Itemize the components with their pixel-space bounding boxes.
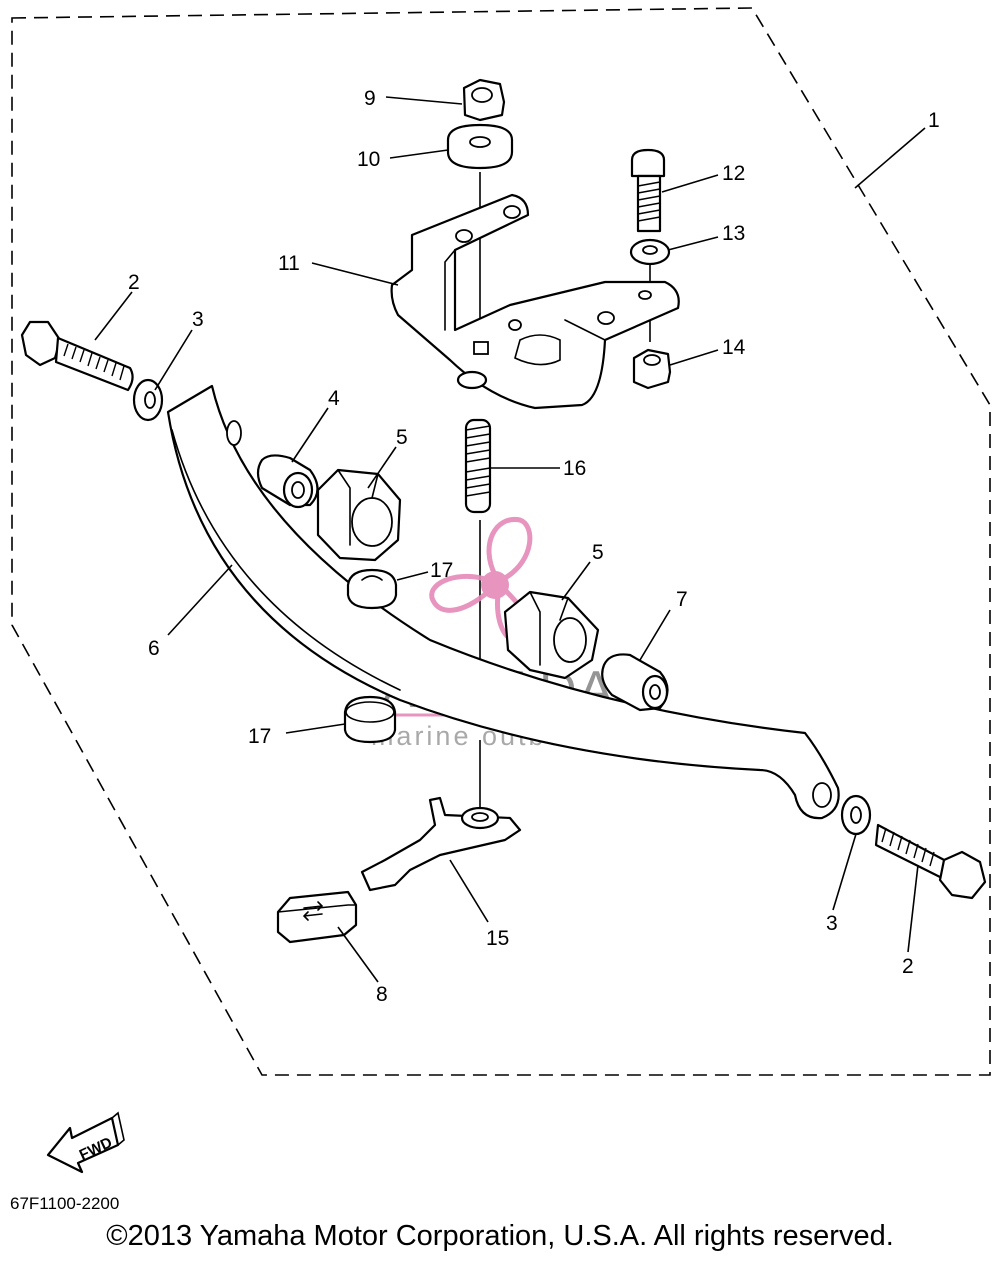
lock-plate-part (360, 796, 522, 892)
callout-7: 7 (676, 588, 688, 611)
callout-14: 14 (722, 336, 746, 359)
bushing-part (601, 653, 669, 712)
nut-large-upper-part (316, 468, 402, 562)
nut-top-part (462, 78, 506, 122)
grommet-upper-part (346, 568, 398, 610)
callout-3-right: 3 (826, 912, 838, 935)
steering-bar-part (166, 384, 840, 820)
cap-part (276, 890, 358, 944)
copyright-notice: ©2013 Yamaha Motor Corporation, U.S.A. A… (106, 1220, 894, 1252)
callout-10: 10 (357, 148, 380, 171)
grommet-lower-part (343, 695, 397, 744)
bolt-right-part (874, 823, 987, 900)
bolt-small-part (630, 148, 666, 233)
callout-6: 6 (148, 637, 160, 660)
callout-9: 9 (364, 87, 376, 110)
assembly-boundary (11, 7, 991, 1076)
upper-bracket-part (390, 193, 680, 410)
callout-11: 11 (278, 252, 300, 275)
spacer-part (256, 454, 319, 509)
callout-15: 15 (486, 927, 509, 950)
callout-1: 1 (928, 109, 940, 132)
callout-3-left: 3 (192, 308, 204, 331)
callout-17-upper: 17 (430, 559, 453, 582)
callout-2-left: 2 (128, 271, 140, 294)
callout-5-upper: 5 (396, 426, 408, 449)
callout-16: 16 (563, 457, 586, 480)
callout-12: 12 (722, 162, 745, 185)
callout-8: 8 (376, 983, 388, 1006)
callout-17-lower: 17 (248, 725, 271, 748)
nut-large-lower-part (503, 590, 600, 680)
fwd-arrow-icon: FWD (46, 1111, 125, 1174)
washer-small-part (629, 238, 671, 266)
part-code: 67F1100-2200 (10, 1194, 120, 1213)
callout-13: 13 (722, 222, 745, 245)
callout-2-right: 2 (902, 955, 914, 978)
callout-5-lower: 5 (592, 541, 604, 564)
stud-part (464, 418, 492, 514)
nut-small-part (632, 348, 672, 390)
direction-arrows-icon (302, 901, 324, 921)
leader-lines (94, 96, 926, 983)
bolt-left-part (20, 320, 134, 392)
propeller-logo-icon (429, 517, 533, 644)
callout-4: 4 (328, 387, 340, 410)
washer-right-part (840, 794, 872, 836)
washer-large-part (446, 123, 514, 170)
